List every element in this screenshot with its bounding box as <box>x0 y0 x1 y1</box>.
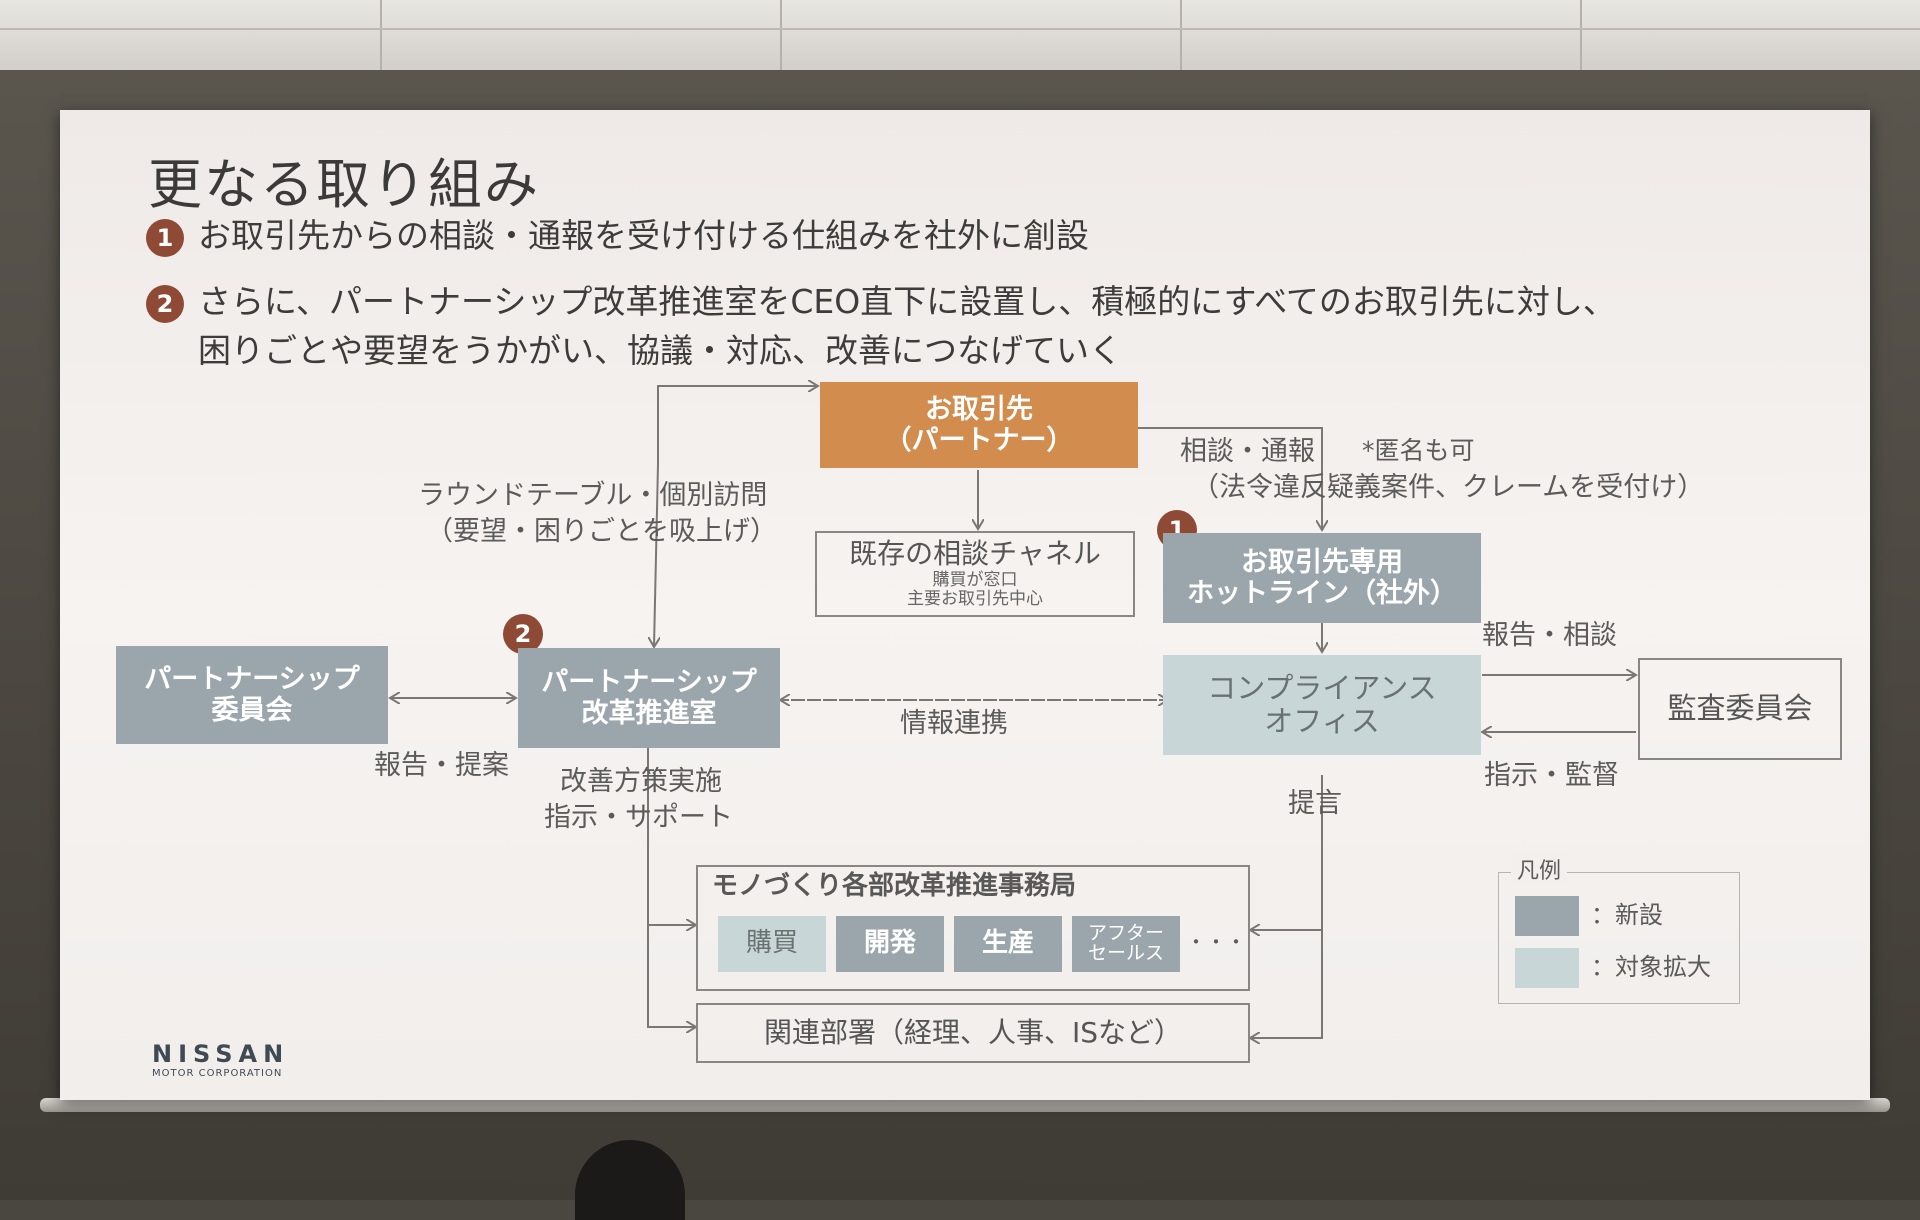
brand-sub: MOTOR CORPORATION <box>152 1068 283 1079</box>
dept-aftersales: アフター セールス <box>1072 916 1180 972</box>
bullet-2-continued: 困りごとや要望をうかがい、協議・対応、改善につなげていく <box>198 331 1122 370</box>
ceiling <box>0 0 1920 80</box>
ceiling-seam <box>1180 0 1182 80</box>
partner-box: お取引先 （パートナー） <box>820 382 1138 468</box>
legend-new: ：新設 <box>1515 895 1663 936</box>
screen-bar <box>40 1098 1890 1112</box>
bullet-1: 1 お取引先からの相談・通報を受け付ける仕組みを社外に創設 <box>146 214 1089 258</box>
audit-committee-box: 監査委員会 <box>1638 658 1842 760</box>
arrow-roundtable-to-reform <box>654 463 658 647</box>
compliance-line2: オフィス <box>1264 704 1380 738</box>
consult-label: 相談・通報 <box>1180 436 1315 467</box>
roundtable-label: ラウンドテーブル・個別訪問 <box>418 480 768 511</box>
monozukuri-title: モノづくり各部改革推進事務局 <box>712 871 1077 901</box>
reform-number-badge: 2 <box>503 614 543 654</box>
reform-line2: 改革推進室 <box>581 698 717 729</box>
ceiling-seam <box>780 0 782 80</box>
law-label: （法令違反疑義案件、クレームを受付け） <box>1192 472 1705 503</box>
hotline-line2: ホットライン（社外） <box>1187 578 1457 609</box>
bullet-text: さらに、パートナーシップ改革推進室をCEO直下に設置し、積極的にすべてのお取引先… <box>198 282 1616 321</box>
partnership-committee-box: パートナーシップ 委員会 <box>116 646 388 744</box>
bullet-2: 2 さらに、パートナーシップ改革推進室をCEO直下に設置し、積極的にすべてのお取引… <box>146 280 1616 324</box>
report-propose-label: 報告・提案 <box>374 750 509 781</box>
existing-channel-sub1: 購買が窓口 <box>932 569 1018 590</box>
nissan-logo: NISSAN MOTOR CORPORATION <box>152 1040 289 1079</box>
arrow-reform-to-related <box>647 925 696 1027</box>
bullet-text: お取引先からの相談・通報を受け付ける仕組みを社外に創設 <box>198 216 1089 255</box>
existing-channel-sub2: 主要お取引先中心 <box>907 589 1043 610</box>
proposal-label: 提言 <box>1288 788 1342 819</box>
bullet-number: 2 <box>146 284 184 323</box>
dept-purchasing: 購買 <box>718 916 826 972</box>
arrow-compliance-to-related <box>1250 930 1323 1038</box>
legend-expand: ：対象拡大 <box>1515 947 1711 988</box>
partner-line1: お取引先 <box>925 393 1033 425</box>
brand-name: NISSAN <box>152 1040 290 1068</box>
ceiling-seam <box>1580 0 1582 80</box>
compliance-office-box: コンプライアンス オフィス <box>1163 655 1481 755</box>
arrow-partner-to-hotline <box>1130 427 1322 530</box>
related-departments-box: 関連部署（経理、人事、ISなど） <box>696 1003 1250 1063</box>
ceiling-seam <box>380 0 382 80</box>
slide-title: 更なる取り組み <box>148 153 540 216</box>
hotline-box: お取引先専用 ホットライン（社外） <box>1163 533 1481 623</box>
arrow-to-partner <box>657 386 818 464</box>
legend-new-swatch <box>1515 896 1579 936</box>
ceiling-seam <box>0 28 1920 30</box>
hotline-line1: お取引先専用 <box>1241 546 1403 578</box>
compliance-line1: コンプライアンス <box>1207 670 1437 705</box>
diagram-arrows <box>60 110 1870 1100</box>
bullet-number: 1 <box>146 218 184 257</box>
roundtable-sub-label: （要望・困りごとを吸上げ） <box>426 516 777 547</box>
info-link-label: 情報連携 <box>900 708 1008 739</box>
dept-production: 生産 <box>954 916 1062 972</box>
report-consult-label: 報告・相談 <box>1482 620 1617 651</box>
committee-line1: パートナーシップ <box>144 663 360 695</box>
legend-title: 凡例 <box>1511 853 1568 885</box>
reform-office-box: パートナーシップ 改革推進室 <box>518 648 780 748</box>
anonymous-note: *匿名も可 <box>1362 436 1475 465</box>
dept-development: 開発 <box>836 916 944 972</box>
legend-expand-swatch <box>1515 948 1579 988</box>
improve-label: 改善方策実施 <box>560 766 722 797</box>
committee-line2: 委員会 <box>211 695 293 726</box>
existing-channel-box: 既存の相談チャネル 購買が窓口 主要お取引先中心 <box>815 531 1135 617</box>
projection-screen: 更なる取り組み 1 お取引先からの相談・通報を受け付ける仕組みを社外に創設 2 さら… <box>60 110 1870 1100</box>
direct-supervise-label: 指示・監督 <box>1484 760 1619 791</box>
legend-expand-label: ：対象拡大 <box>1591 953 1711 981</box>
reform-line1: パートナーシップ <box>541 666 757 698</box>
dept-aftersales-line1: アフター <box>1087 922 1164 945</box>
improve-sub-label: 指示・サポート <box>544 802 733 833</box>
partner-line2: （パートナー） <box>884 425 1074 456</box>
existing-channel-title: 既存の相談チャネル <box>849 537 1101 571</box>
legend-box: 凡例 ：新設 ：対象拡大 <box>1498 853 1740 1004</box>
dept-aftersales-line2: セールス <box>1087 942 1164 964</box>
monozukuri-box: モノづくり各部改革推進事務局 <box>696 865 1250 991</box>
dept-ellipsis: ・・・ <box>1186 930 1246 954</box>
legend-new-label: ：新設 <box>1591 901 1663 929</box>
